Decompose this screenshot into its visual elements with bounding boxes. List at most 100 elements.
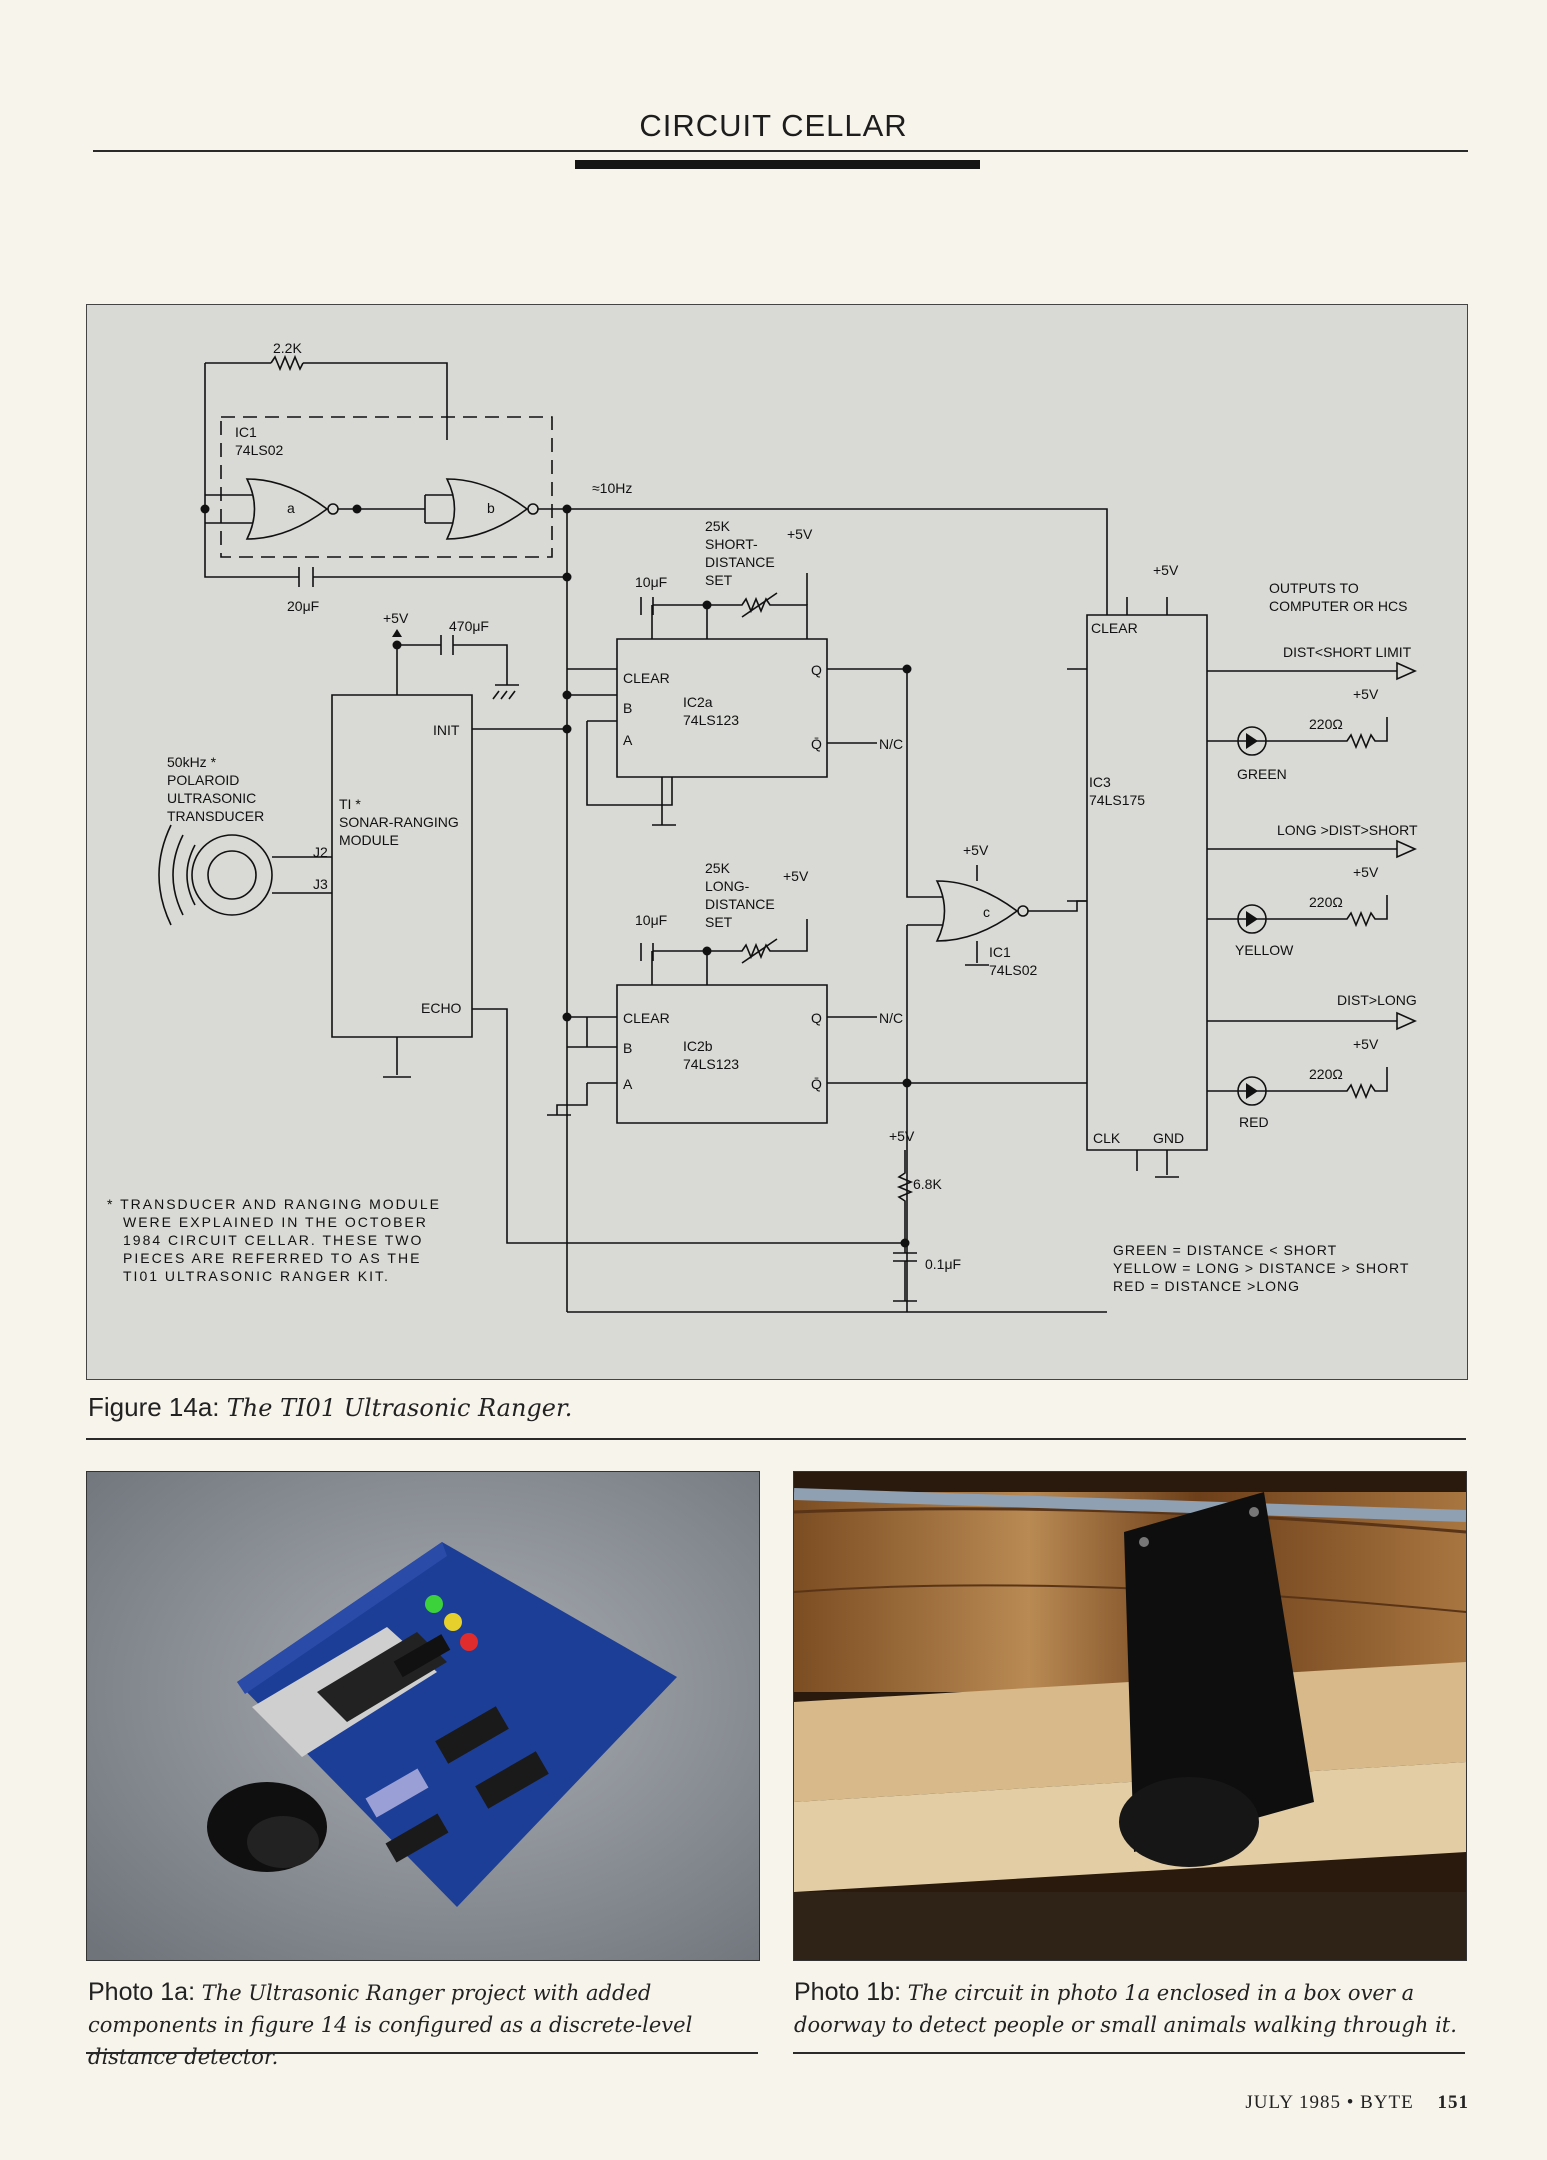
long-pot-label-3: DISTANCE bbox=[705, 896, 775, 912]
photo-1a-caption: Photo 1a: The Ultrasonic Ranger project … bbox=[88, 1976, 768, 2073]
ic2b-a-label: A bbox=[623, 1076, 633, 1092]
red-led-label: RED bbox=[1239, 1114, 1269, 1130]
gate-b-label: b bbox=[487, 500, 495, 516]
ic3-clk-label: CLK bbox=[1093, 1130, 1121, 1146]
ic2b-nc-label: N/C bbox=[879, 1010, 903, 1026]
led3-plus5v: +5V bbox=[1353, 1036, 1379, 1052]
gate-c-plus5v: +5V bbox=[963, 842, 989, 858]
long-pot-plus5v: +5V bbox=[783, 868, 809, 884]
j3-label: J3 bbox=[313, 876, 328, 892]
ic1c-part-label: 74LS02 bbox=[989, 962, 1037, 978]
page-footer: JULY 1985 • BYTE 151 bbox=[1245, 2092, 1469, 2114]
osc-freq-label: ≈10Hz bbox=[592, 480, 632, 496]
gate-a-label: a bbox=[287, 500, 295, 516]
note-line-5: TI01 ULTRASONIC RANGER KIT. bbox=[123, 1268, 390, 1284]
output-3-label: DIST>LONG bbox=[1337, 992, 1417, 1008]
outputs-label-1: OUTPUTS TO bbox=[1269, 580, 1359, 596]
photo-1b bbox=[793, 1471, 1467, 1961]
r-6k8-label: 6.8K bbox=[913, 1176, 942, 1192]
ic1-name-label: IC1 bbox=[235, 424, 257, 440]
schematic-drawing: 2.2K IC1 74LS02 a b c 20μF ≈10Hz +5V 470… bbox=[107, 340, 1418, 1313]
transducer-label-4: TRANSDUCER bbox=[167, 808, 264, 824]
module-label-2: SONAR-RANGING bbox=[339, 814, 459, 830]
long-pot-label-1: 25K bbox=[705, 860, 731, 876]
short-pot-label-2: SHORT- bbox=[705, 536, 758, 552]
green-led-label: GREEN bbox=[1237, 766, 1287, 782]
ic2b-name-label: IC2b bbox=[683, 1038, 713, 1054]
ic1-part-label: 74LS02 bbox=[235, 442, 283, 458]
figure-caption-number: Figure 14a: bbox=[88, 1392, 220, 1422]
doorway-box-photo bbox=[794, 1472, 1466, 1960]
short-pot-label-4: SET bbox=[705, 572, 733, 588]
transducer-label-2: POLAROID bbox=[167, 772, 239, 788]
ic2b-qbar-label: Q̄ bbox=[811, 1076, 822, 1092]
led1-plus5v: +5V bbox=[1353, 686, 1379, 702]
ic2a-nc-label: N/C bbox=[879, 736, 903, 752]
ic2a-clear-label: CLEAR bbox=[623, 670, 670, 686]
yellow-led-label: YELLOW bbox=[1235, 942, 1294, 958]
short-pot-plus5v: +5V bbox=[787, 526, 813, 542]
output-1-label: DIST<SHORT LIMIT bbox=[1283, 644, 1412, 660]
ic2a-b-label: B bbox=[623, 700, 632, 716]
ic2b-clear-label: CLEAR bbox=[623, 1010, 670, 1026]
photo-b-caption-rule bbox=[793, 2052, 1465, 2054]
cap-01uf-label: 0.1μF bbox=[925, 1256, 961, 1272]
ic2a-q-label: Q bbox=[811, 662, 822, 678]
r220-3-label: 220Ω bbox=[1309, 1066, 1343, 1082]
legend-line-1: GREEN = DISTANCE < SHORT bbox=[1113, 1242, 1337, 1258]
module-label-1: TI * bbox=[339, 796, 361, 812]
r220-2-label: 220Ω bbox=[1309, 894, 1343, 910]
r6k8-plus5v: +5V bbox=[889, 1128, 915, 1144]
transducer-label-1: 50kHz * bbox=[167, 754, 217, 770]
figure-caption-text: The TI01 Ultrasonic Ranger. bbox=[226, 1394, 573, 1422]
note-line-1: * TRANSDUCER AND RANGING MODULE bbox=[107, 1196, 441, 1212]
figure-caption-rule bbox=[86, 1438, 1466, 1440]
ic1c-name-label: IC1 bbox=[989, 944, 1011, 960]
photo-a-caption-rule bbox=[86, 2052, 758, 2054]
ic2b-part-label: 74LS123 bbox=[683, 1056, 739, 1072]
short-pot-label-3: DISTANCE bbox=[705, 554, 775, 570]
ic2a-name-label: IC2a bbox=[683, 694, 713, 710]
ic2a-a-label: A bbox=[623, 732, 633, 748]
echo-label: ECHO bbox=[421, 1000, 462, 1016]
cap-20uf-label: 20μF bbox=[287, 598, 319, 614]
photo-1a bbox=[86, 1471, 760, 1961]
ic2a-qbar-label: Q̄ bbox=[811, 736, 822, 752]
ic3-gnd-label: GND bbox=[1153, 1130, 1184, 1146]
output-2-label: LONG >DIST>SHORT bbox=[1277, 822, 1418, 838]
transducer-label-3: ULTRASONIC bbox=[167, 790, 256, 806]
ic2b-b-label: B bbox=[623, 1040, 632, 1056]
section-title: CIRCUIT CELLAR bbox=[639, 108, 908, 143]
photo-1b-caption: Photo 1b: The circuit in photo 1a enclos… bbox=[794, 1976, 1474, 2041]
photo-1a-text: The Ultrasonic Ranger project with added… bbox=[88, 1981, 693, 2069]
legend-line-2: YELLOW = LONG > DISTANCE > SHORT bbox=[1113, 1260, 1409, 1276]
figure-caption: Figure 14a: The TI01 Ultrasonic Ranger. bbox=[88, 1392, 572, 1423]
note-line-3: 1984 CIRCUIT CELLAR. THESE TWO bbox=[123, 1232, 423, 1248]
r220-1-label: 220Ω bbox=[1309, 716, 1343, 732]
cap-10uf-long-label: 10μF bbox=[635, 912, 667, 928]
ic3-part-label: 74LS175 bbox=[1089, 792, 1145, 808]
legend-line-3: RED = DISTANCE >LONG bbox=[1113, 1278, 1300, 1294]
photo-1b-text: The circuit in photo 1a enclosed in a bo… bbox=[794, 1981, 1457, 2037]
ic2b-q-label: Q bbox=[811, 1010, 822, 1026]
ic3-clear-label: CLEAR bbox=[1091, 620, 1138, 636]
header-rule bbox=[93, 150, 1468, 152]
gate-c-label: c bbox=[983, 904, 990, 920]
note-line-4: PIECES ARE REFERRED TO AS THE bbox=[123, 1250, 421, 1266]
short-pot-label-1: 25K bbox=[705, 518, 731, 534]
long-pot-label-2: LONG- bbox=[705, 878, 750, 894]
header-thick-bar bbox=[575, 160, 980, 169]
r-2k2-label: 2.2K bbox=[273, 340, 302, 356]
ic3-plus5v: +5V bbox=[1153, 562, 1179, 578]
j2-label: J2 bbox=[313, 844, 328, 860]
photo-1a-label: Photo 1a: bbox=[88, 1978, 196, 2006]
cap-10uf-short-label: 10μF bbox=[635, 574, 667, 590]
led2-plus5v: +5V bbox=[1353, 864, 1379, 880]
schematic-figure: 2.2K IC1 74LS02 a b c 20μF ≈10Hz +5V 470… bbox=[86, 304, 1468, 1380]
circuit-board-photo bbox=[87, 1472, 759, 1960]
note-line-2: WERE EXPLAINED IN THE OCTOBER bbox=[123, 1214, 428, 1230]
outputs-label-2: COMPUTER OR HCS bbox=[1269, 598, 1407, 614]
photo-1b-label: Photo 1b: bbox=[794, 1978, 902, 2006]
ic3-name-label: IC3 bbox=[1089, 774, 1111, 790]
page-number: 151 bbox=[1437, 2092, 1469, 2113]
